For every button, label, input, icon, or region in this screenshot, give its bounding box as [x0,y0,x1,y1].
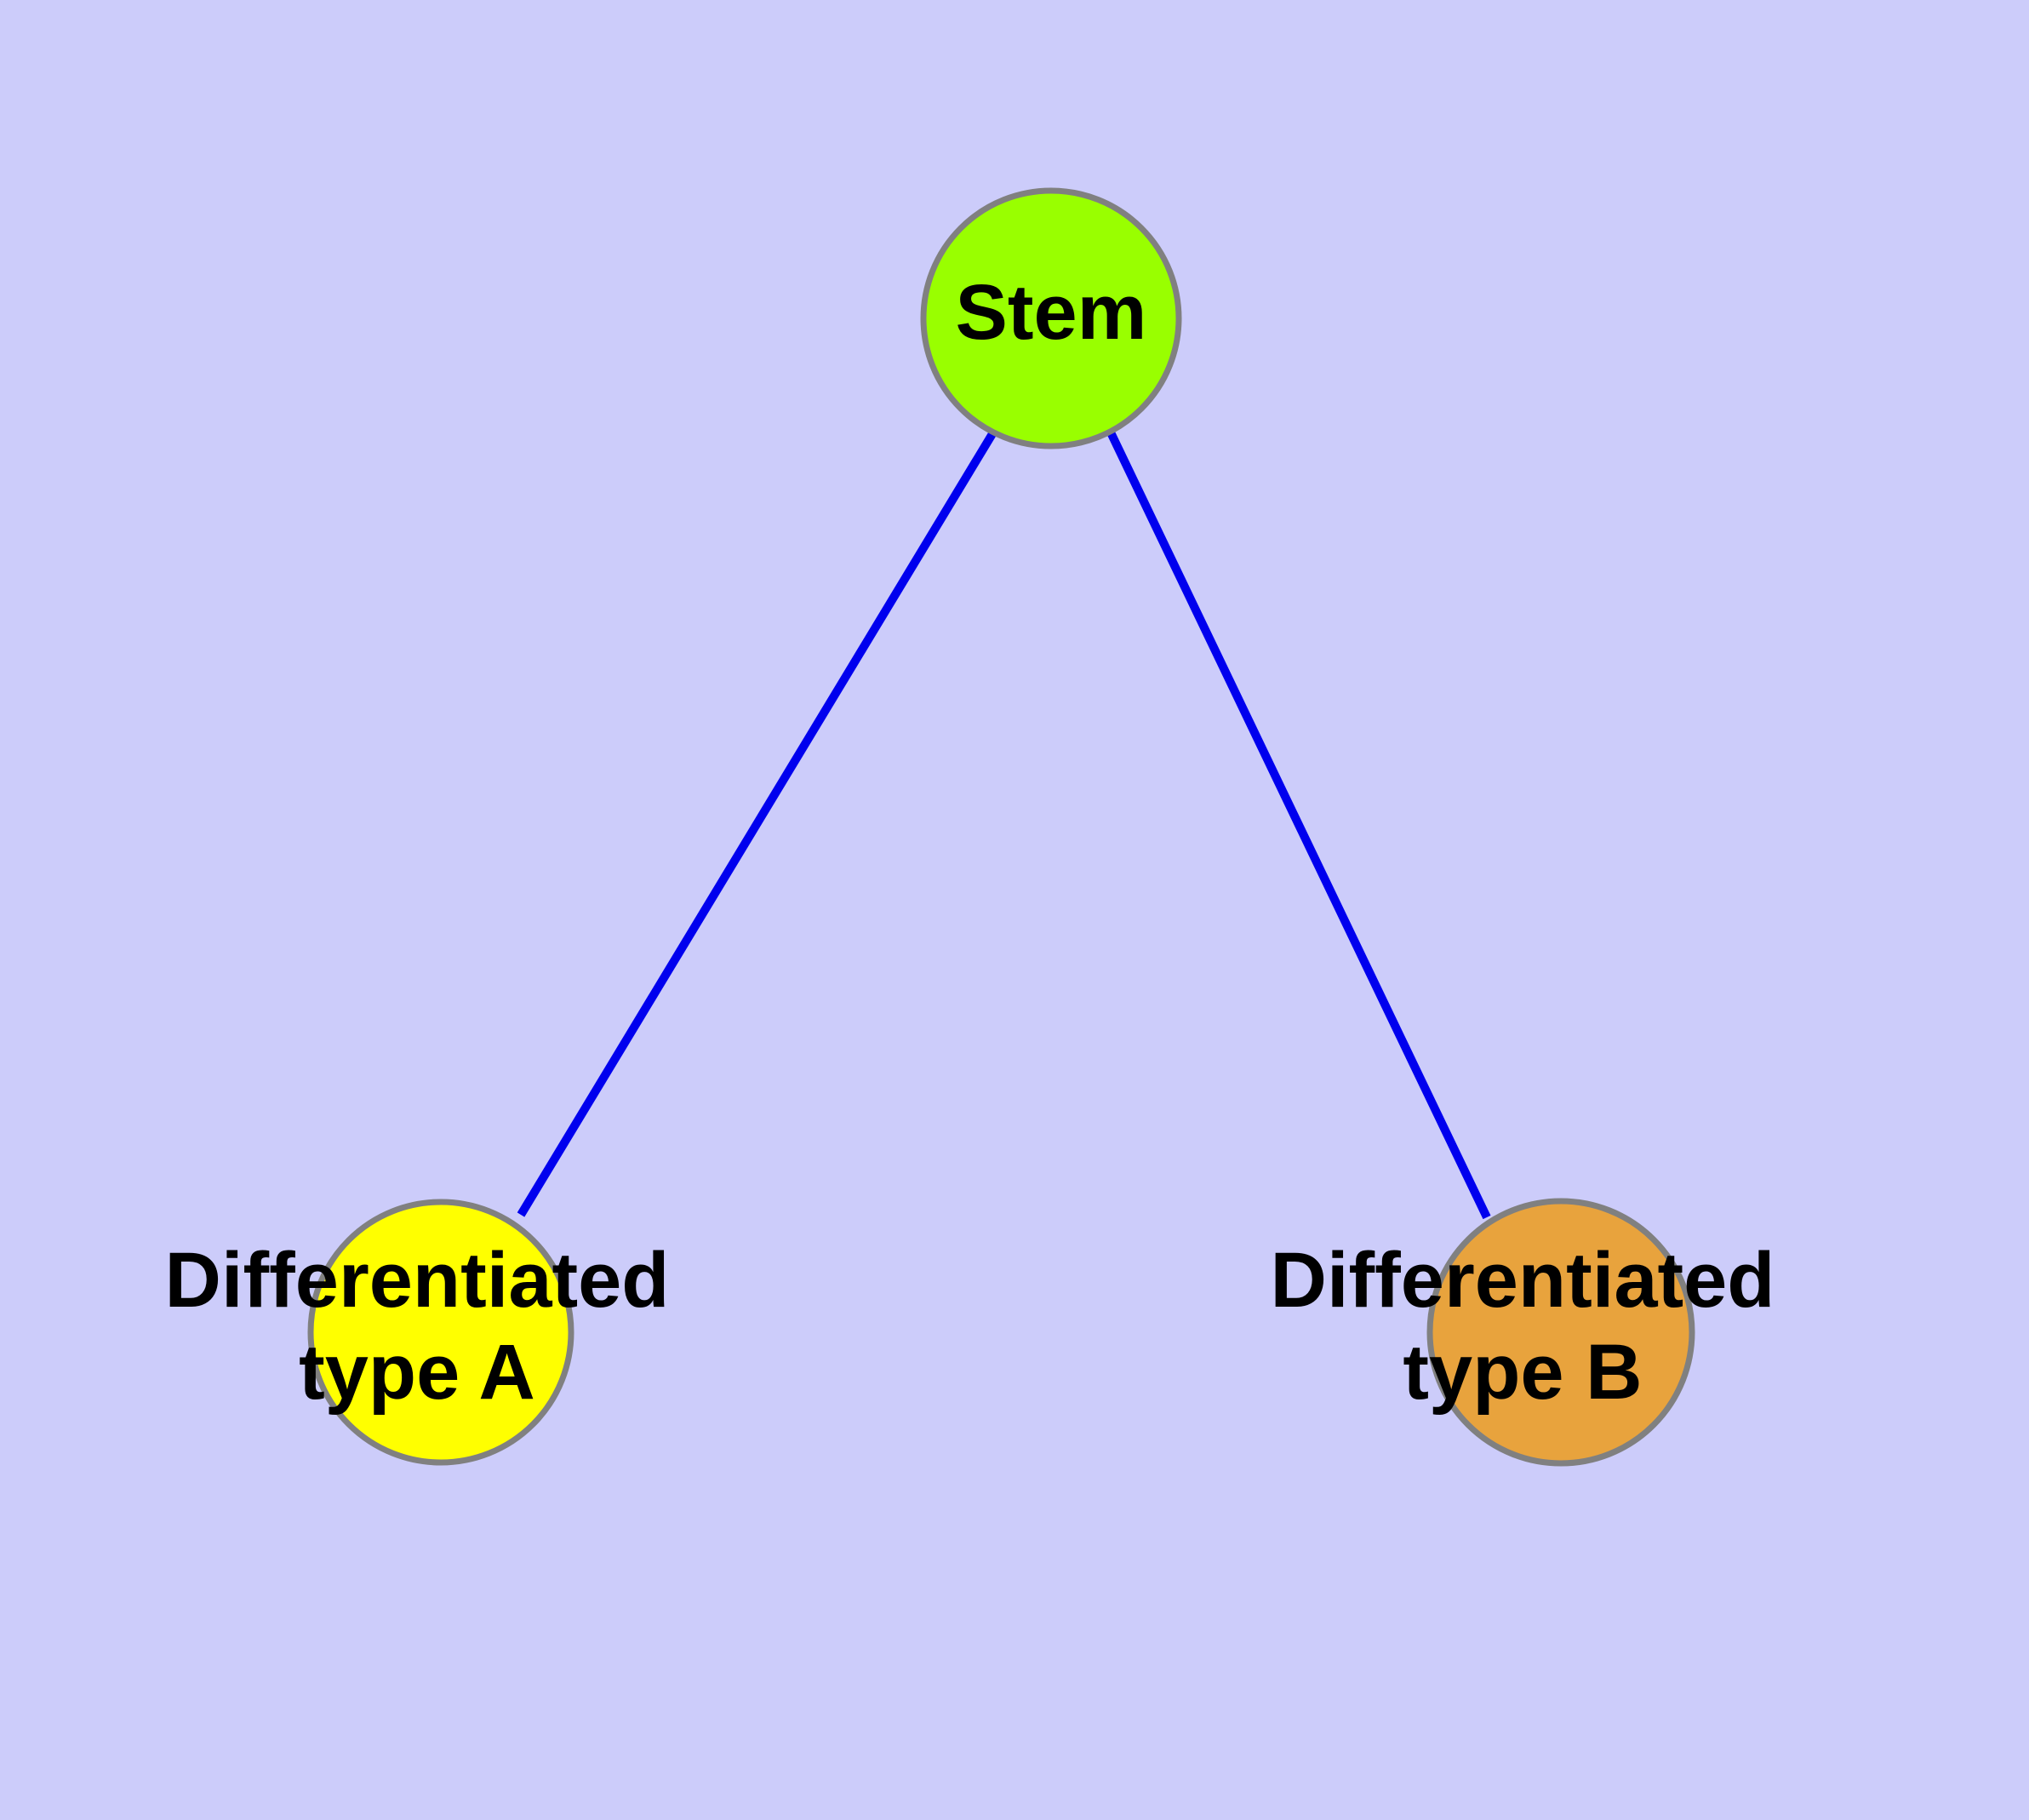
edge-stem-to-type-a[interactable] [517,430,997,1217]
node-circle-differentiated-type-a[interactable] [307,1199,574,1466]
node-differentiated-type-b[interactable] [1426,1198,1695,1467]
node-layer [307,187,1695,1467]
edge-stem-to-type-b[interactable] [1106,430,1491,1220]
node-label-stem: Stem [956,269,1147,356]
node-differentiated-type-a[interactable] [307,1199,574,1466]
node-stem[interactable] [920,187,1182,449]
edge-layer [517,430,1491,1220]
node-circle-stem[interactable] [920,187,1182,449]
node-circle-differentiated-type-b[interactable] [1426,1198,1695,1467]
